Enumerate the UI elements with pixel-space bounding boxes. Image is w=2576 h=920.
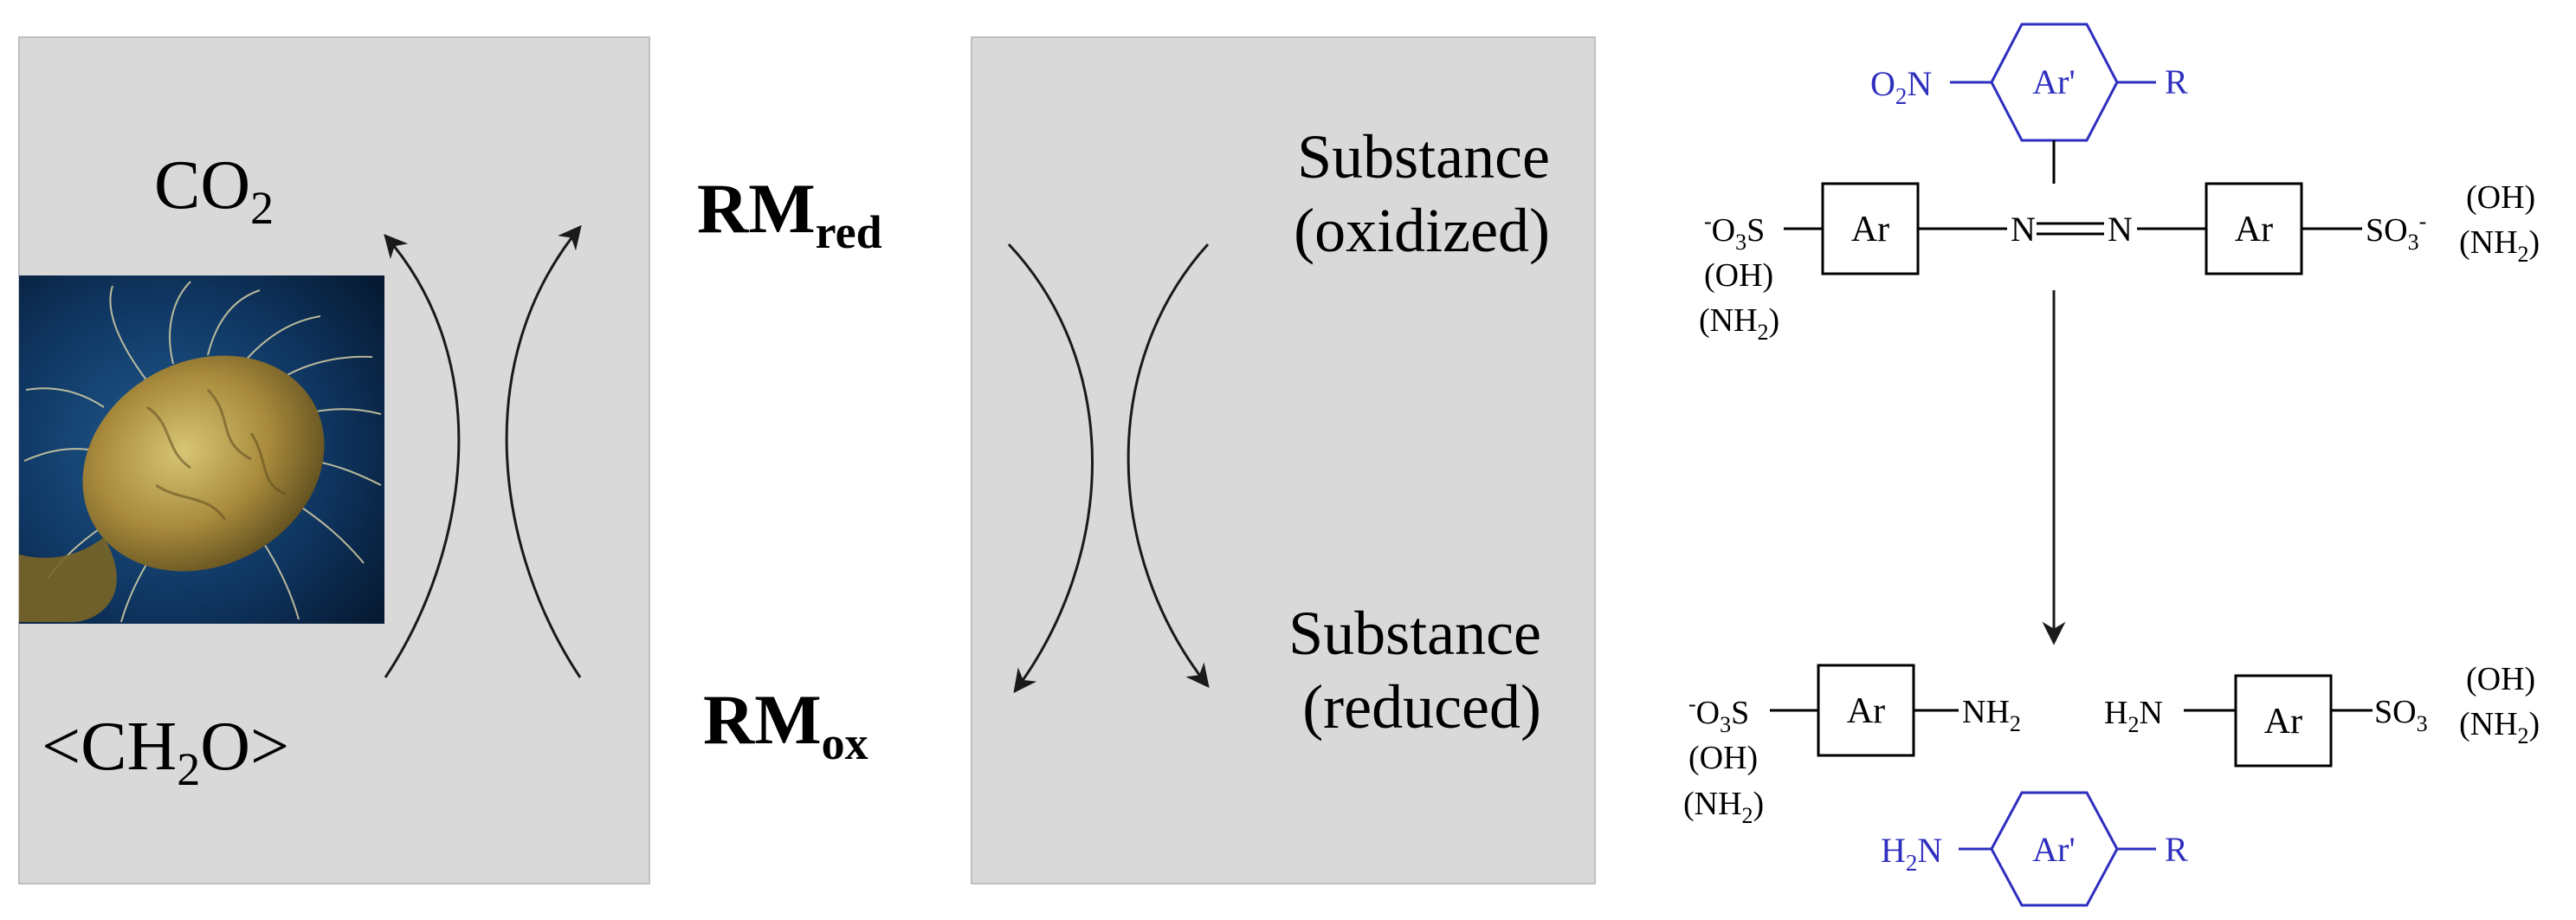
- aryl-ring-product-right: [2234, 674, 2333, 768]
- nh2-left-product: (NH2): [1683, 786, 1764, 828]
- rm-ox-label: RMox: [703, 680, 868, 769]
- rm-red-label: RMred: [697, 169, 882, 258]
- nitroaryl-group: O2N Ar' R: [1870, 23, 2188, 142]
- substance-reduced-line1: Substance: [1288, 599, 1541, 668]
- ar-label-product-right: Ar: [2264, 702, 2302, 742]
- substance-panel: Substance (oxidized) Substance (reduced): [971, 36, 1596, 884]
- nitro-label: O2N: [1870, 64, 1932, 109]
- aminoaryl-group: H2N Ar' R: [1881, 791, 2188, 907]
- substance-panel-box: [971, 36, 1596, 884]
- amine-product-left: -O3S (OH) (NH2) Ar NH2: [1683, 664, 2021, 828]
- arrow-rmred-to-rmox: [1007, 243, 1094, 694]
- bacterium-body: [82, 355, 325, 572]
- sulfonate-left: -O3S: [1704, 209, 1765, 255]
- redox-mediator-labels: RMred RMox: [697, 169, 882, 769]
- arrow-rmox-to-rmred: [505, 224, 582, 678]
- bacterium-image: [19, 275, 384, 624]
- oh-right: (OH): [2466, 179, 2535, 216]
- oh-right-product: (OH): [2466, 661, 2535, 697]
- r-group-top: R: [2165, 62, 2188, 101]
- h2n-bottom: H2N: [1881, 831, 1942, 876]
- nh2-left: (NH2): [1699, 302, 1779, 345]
- substance-reduced-line2: (reduced): [1302, 672, 1541, 742]
- nh2-right-product: (NH2): [2459, 706, 2540, 748]
- oh-left-product: (OH): [1688, 740, 1758, 776]
- ar-label-left: Ar: [1851, 210, 1889, 249]
- azo-compound: -O3S (OH) (NH2) Ar N N Ar SO3- (OH) (NH2: [1699, 179, 2540, 345]
- azo-n1: N: [2011, 210, 2036, 249]
- ch2o-label: <CH2O>: [42, 709, 289, 795]
- ar-label-product-left: Ar: [1847, 691, 1885, 731]
- amine-left: NH2: [1962, 694, 2021, 736]
- arrow-ch2o-to-co2: [384, 233, 461, 678]
- sulfonate-left-product: -O3S: [1688, 691, 1749, 737]
- aryl-label-bottom: Ar': [2032, 830, 2075, 869]
- sulfonate-right-product: SO3: [2374, 694, 2428, 736]
- r-group-bottom: R: [2165, 830, 2188, 869]
- ar-label-right: Ar: [2235, 210, 2273, 249]
- left-panel: CO2 <CH2O>: [18, 36, 650, 884]
- azo-dye-reduction-scheme: O2N Ar' R -O3S (OH) (NH2) Ar N N: [1683, 23, 2540, 907]
- h2n-right: H2N: [2104, 695, 2163, 737]
- amine-product-right: H2N Ar SO3 (OH) (NH2): [2104, 661, 2540, 768]
- oh-left: (OH): [1704, 257, 1773, 294]
- substance-oxidized-line2: (oxidized): [1294, 196, 1550, 265]
- sulfonate-right: SO3-: [2366, 209, 2426, 255]
- substance-oxidized-line1: Substance: [1297, 122, 1550, 191]
- azo-n2: N: [2108, 210, 2133, 249]
- aryl-label-top: Ar': [2032, 62, 2075, 101]
- nh2-right: (NH2): [2459, 224, 2540, 267]
- arrow-oxidized-to-reduced: [1127, 243, 1210, 689]
- co2-label: CO2: [154, 147, 274, 234]
